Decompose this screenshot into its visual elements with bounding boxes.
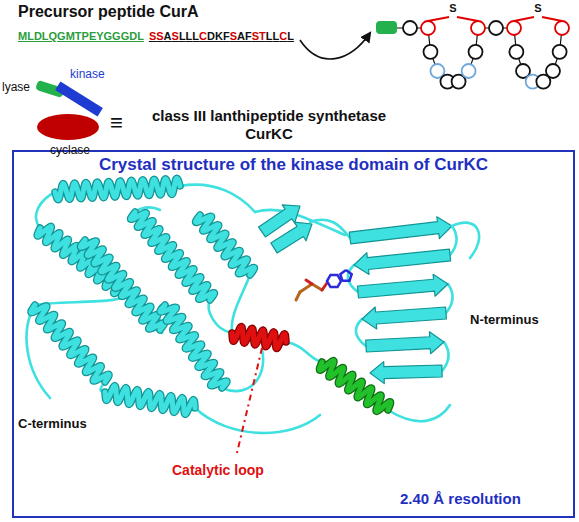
label-holder: Precursor peptide CurA: [18, 2, 198, 21]
helix-ribbon: [319, 361, 390, 412]
label-holder: class III lanthipeptide synthetase CurKC: [133, 107, 405, 143]
sulfur-atom: S: [443, 2, 463, 15]
loop: [180, 185, 255, 212]
structure-panel: Crystal structure of the kinase domain o…: [12, 150, 575, 518]
label-holder: C-terminus: [18, 416, 87, 432]
beta-strand: [354, 249, 451, 274]
ligand-bond: [300, 284, 312, 292]
residue-circle: [403, 21, 417, 35]
label-holder: MLDLQGMTPEYGGGDL: [18, 30, 144, 43]
domain-name: cyclase: [50, 143, 90, 157]
residue-circle: [553, 45, 567, 59]
cyclase-domain: [37, 114, 99, 140]
thioether-bridge: [428, 17, 478, 21]
leader-sequence: MLDLQGMTPEYGGGDL: [18, 30, 144, 43]
label-holder: 2.40 Å resolution: [400, 490, 521, 508]
ligand-bond: [322, 283, 327, 290]
resolution-label: 2.40 Å resolution: [400, 490, 521, 508]
loop: [36, 192, 55, 228]
helix-outline: [80, 240, 164, 330]
residue-circle: [546, 64, 560, 78]
helix-ribbon: [232, 326, 286, 348]
beta-strand: [370, 362, 442, 384]
label-holder: cyclase: [50, 143, 90, 157]
ligand-bond: [312, 284, 322, 290]
ligand-bond: [306, 280, 312, 284]
label-holder: S: [443, 2, 463, 15]
residue-circle: [423, 45, 437, 59]
loop: [450, 226, 457, 255]
label-holder: S: [528, 2, 548, 15]
lanthipeptide-schematic: [376, 17, 569, 89]
label-holder: kinase: [70, 67, 105, 81]
atp-ligand: [296, 270, 352, 300]
helix-outline: [319, 361, 390, 412]
leader-peptide: [376, 21, 397, 34]
beta-strand: [362, 307, 446, 329]
domain-name: lyase: [2, 80, 30, 94]
leader-line: [236, 348, 262, 457]
loop: [446, 284, 453, 313]
residue-circle: [471, 21, 485, 35]
beta-strand: [366, 332, 444, 354]
beta-strand: [349, 217, 452, 244]
residue-circle: [421, 21, 435, 35]
loop: [388, 405, 450, 421]
helix-outline: [55, 178, 180, 200]
beta-strand: [271, 222, 312, 253]
helix-outline: [31, 305, 109, 382]
helix-outline: [232, 326, 286, 348]
residue-circle: [509, 45, 523, 59]
ligand-bond: [296, 292, 300, 300]
helix-ribbon: [196, 215, 255, 275]
residue-circle: [489, 21, 503, 35]
label-holder: ≡: [110, 110, 123, 136]
residue-circle: [555, 21, 569, 35]
residue-circle: [462, 64, 476, 78]
kinase-domain: [55, 82, 103, 117]
loop: [310, 220, 350, 238]
loop: [209, 300, 232, 333]
label-holder: N-terminus: [470, 312, 539, 328]
terminus-label: N-terminus: [470, 312, 539, 328]
helix-ribbon: [31, 305, 109, 382]
residue-circle: [507, 21, 521, 35]
label-holder: Catalytic loop: [172, 462, 264, 479]
beta-strand: [357, 274, 448, 298]
thioether-bridge: [514, 17, 562, 21]
panel-title: Crystal structure of the kinase domain o…: [20, 155, 567, 175]
equivalence-sign: ≡: [110, 110, 123, 136]
helix-ribbon: [80, 240, 164, 330]
heading: Precursor peptide CurA: [18, 2, 198, 21]
sulfur-atom: S: [528, 2, 548, 15]
loop: [356, 319, 366, 346]
label-holder: SSASLLLCDKFSAFSTLLCL: [149, 30, 294, 43]
loop: [442, 342, 449, 371]
reaction-arrow: [300, 33, 370, 59]
label-holder: lyase: [2, 80, 30, 94]
helix-outline: [160, 305, 227, 388]
residue-circle: [469, 45, 483, 59]
loop: [286, 342, 322, 362]
helix-outline: [196, 215, 255, 275]
enzyme-name: class III lanthipeptide synthetase CurKC: [133, 107, 405, 143]
ligand-ring: [340, 270, 351, 281]
loop: [195, 408, 320, 433]
helix-ribbon: [160, 305, 227, 388]
helix-ribbon: [55, 178, 180, 200]
loop-label: Catalytic loop: [172, 462, 264, 479]
domain-name: kinase: [70, 67, 105, 81]
domain-cartoon: [35, 80, 103, 140]
ligand-ring: [327, 275, 341, 287]
loop: [452, 223, 479, 258]
core-sequence: SSASLLLCDKFSAFSTLLCL: [149, 30, 294, 43]
helix-outline: [105, 386, 195, 415]
peptide-backbone: [397, 28, 562, 82]
helix-ribbon: [105, 386, 195, 415]
terminus-label: C-terminus: [18, 416, 87, 432]
protein-cartoon: [27, 178, 480, 457]
